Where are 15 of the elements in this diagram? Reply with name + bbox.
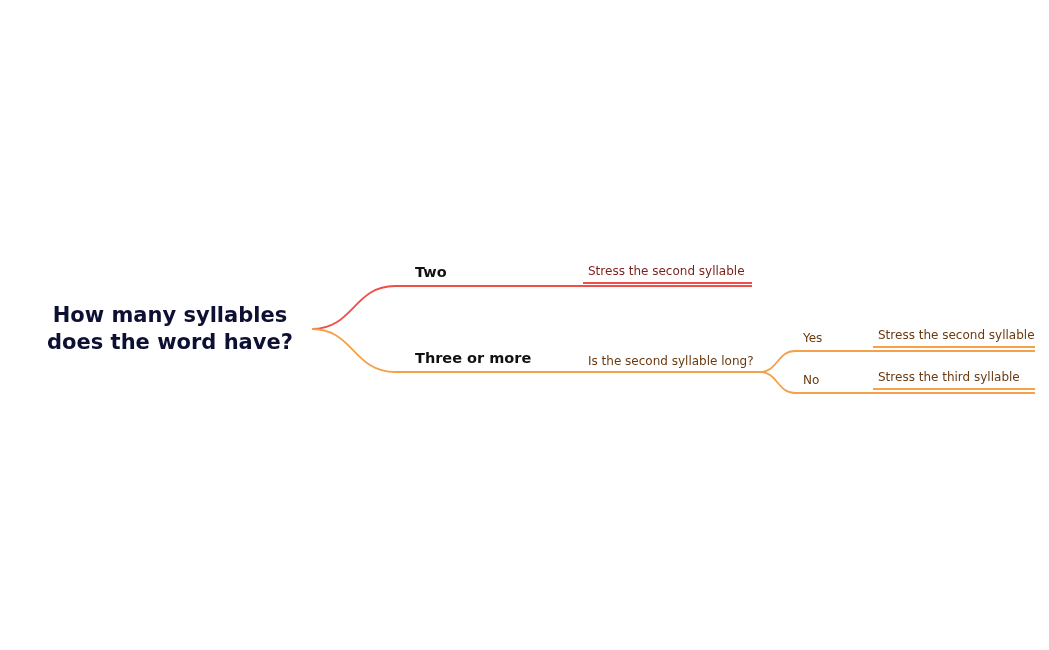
- branch-topic: Three or more: [415, 350, 533, 366]
- subtopic-label: Yes: [803, 331, 824, 345]
- leaf-topic: Stress the second syllable: [588, 264, 746, 278]
- subtopic-label: No: [803, 373, 821, 387]
- leaf-topic: Stress the third syllable: [878, 370, 1021, 384]
- central-topic: How many syllables does the word have?: [46, 301, 294, 356]
- branch-line: [872, 350, 1036, 352]
- leaf-topic: Stress the second syllable: [878, 328, 1035, 342]
- branch-line: [872, 392, 1036, 394]
- branch-line: [539, 285, 753, 287]
- branch-line: [311, 328, 396, 373]
- branch-line: [559, 371, 761, 373]
- branch-line: [759, 371, 796, 394]
- subtopic-label: Is the second syllable long?: [588, 354, 755, 368]
- branch-topic: Two: [415, 264, 448, 280]
